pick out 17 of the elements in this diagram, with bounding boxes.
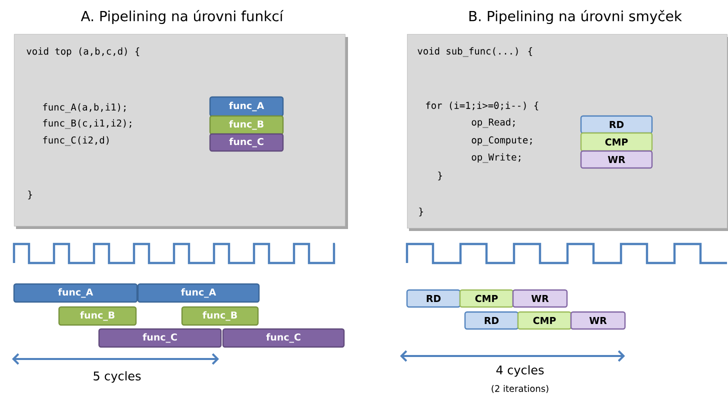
stage-block: func_A <box>13 283 138 303</box>
stage-block: WR <box>512 289 568 308</box>
stage-block: WR <box>570 311 626 330</box>
stage-block: func_C <box>222 328 345 348</box>
cycle-label: 4 cycles <box>496 365 544 377</box>
stage-block: CMP <box>517 311 572 330</box>
stage-block: RD <box>464 311 519 330</box>
cycle-label: (2 iterations) <box>492 385 548 393</box>
stage-block: func_B <box>58 306 137 326</box>
panel-title: A. Pipelining na úrovni funkcí <box>80 10 284 24</box>
stage-block: func_C <box>98 328 222 348</box>
stage-block: func_B <box>181 306 259 326</box>
stage-block: func_A <box>137 283 260 303</box>
stage-block: CMP <box>459 289 514 308</box>
stage-block: RD <box>406 289 461 308</box>
cycle-label: 5 cycles <box>94 371 141 383</box>
panel-title: B. Pipelining na úrovni smyček <box>469 10 682 24</box>
